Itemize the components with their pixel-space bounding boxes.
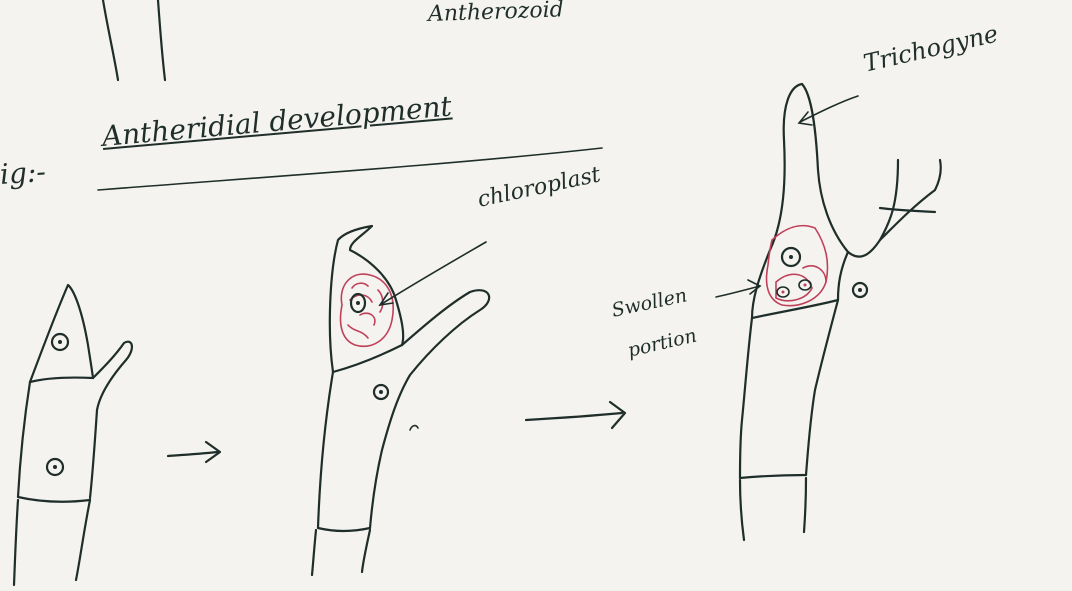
stage-3-structure bbox=[740, 84, 941, 540]
stage-1-structure bbox=[14, 285, 132, 585]
top-partial-structure bbox=[103, 0, 165, 80]
trichogyne-arrow bbox=[799, 96, 858, 125]
swollen-arrow bbox=[716, 280, 760, 297]
label-antherozoid: Antherozoid bbox=[428, 0, 565, 27]
stage-2-structure bbox=[312, 226, 489, 575]
arrow-2 bbox=[526, 402, 625, 428]
label-fig-prefix: ig:- bbox=[0, 155, 47, 191]
chloroplast-arrow bbox=[380, 242, 486, 305]
arrow-1 bbox=[168, 442, 220, 462]
